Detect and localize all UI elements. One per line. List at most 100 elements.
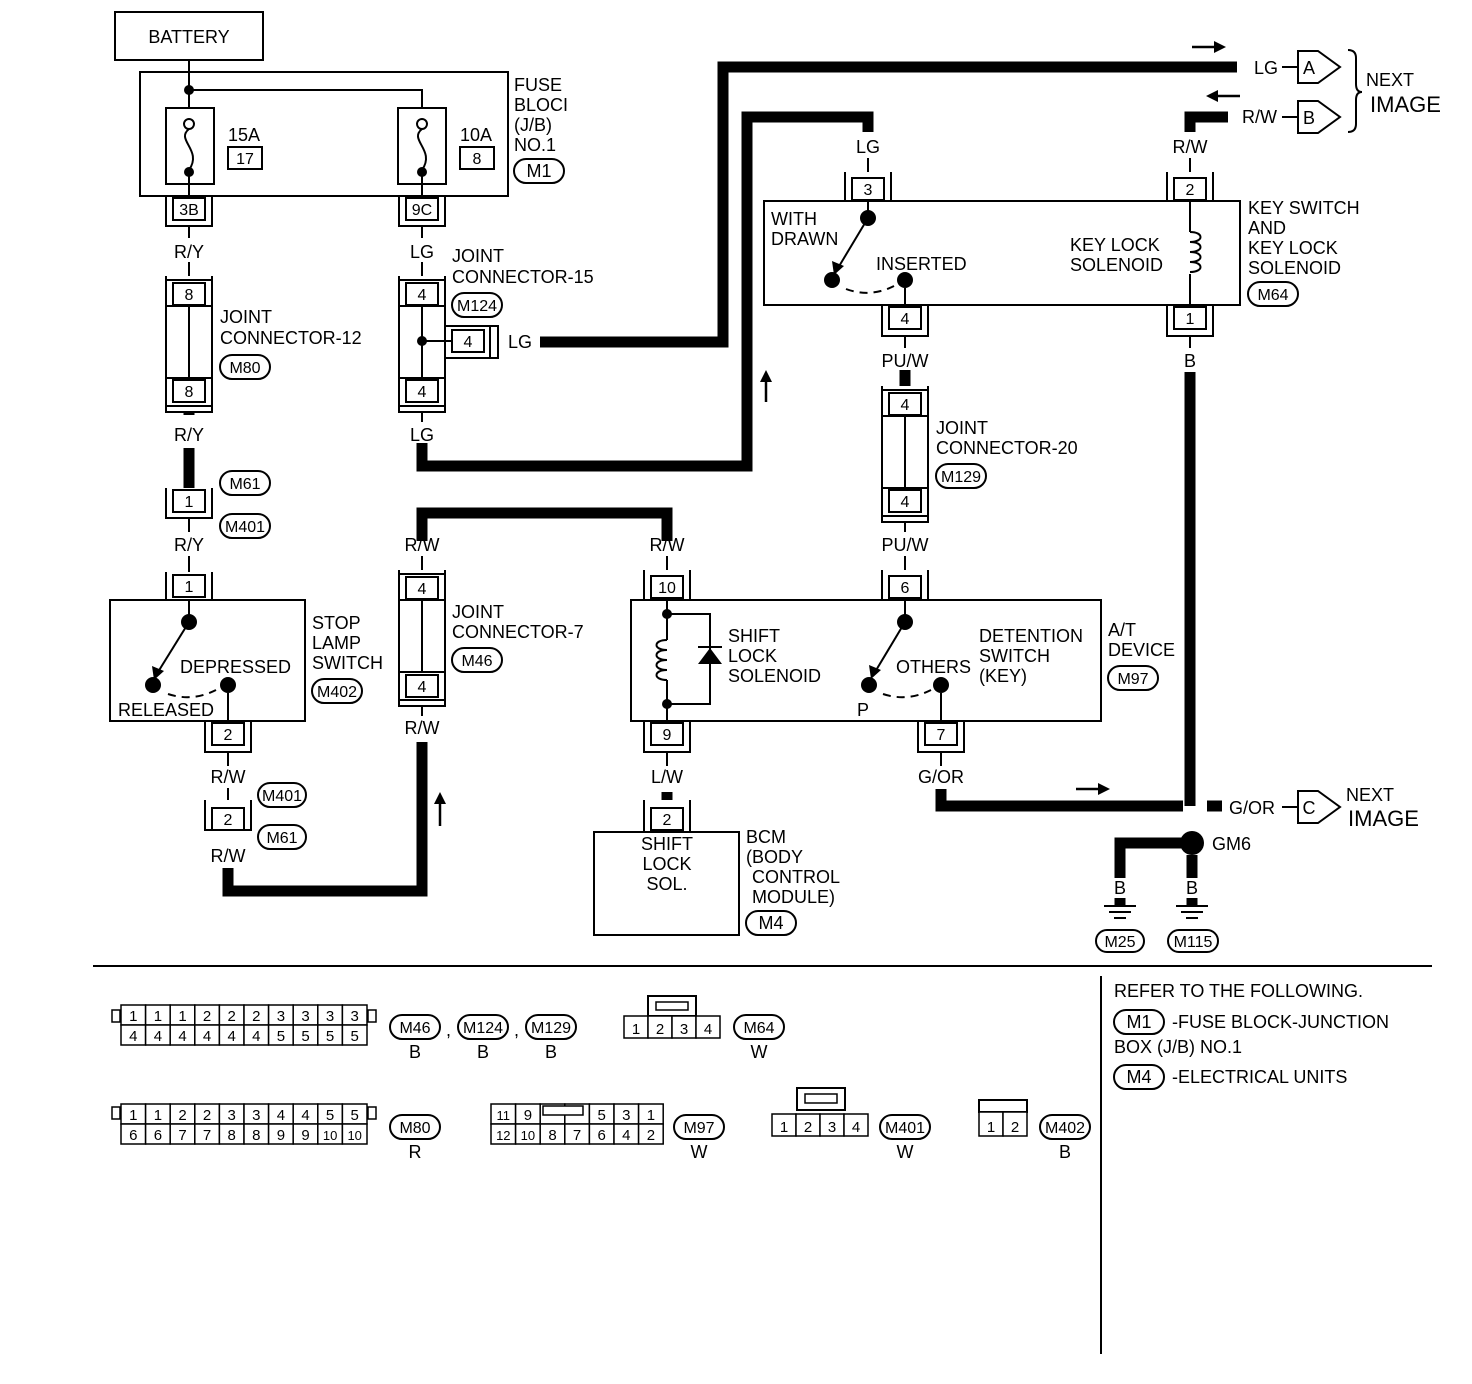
cv2-pin-2: 2 bbox=[656, 1021, 664, 1038]
at-detention-1: DETENTION bbox=[979, 626, 1083, 646]
inline-connector-1: 1 M61 M401 R/Y bbox=[165, 470, 271, 572]
wire-label-puw-2: PU/W bbox=[882, 535, 929, 555]
bcm-connector: M4 bbox=[758, 913, 783, 933]
sls-pin-in: 1 bbox=[185, 579, 194, 596]
left-wire-labels: R/Y LG bbox=[174, 242, 434, 276]
wire-label-rw-2: R/W bbox=[211, 846, 246, 866]
cv3-pin-9: 9 bbox=[277, 1127, 285, 1144]
cv1-pin-2: 2 bbox=[228, 1008, 236, 1025]
sls-title-1: STOP bbox=[312, 613, 361, 633]
jc15-pin-bottom: 4 bbox=[418, 384, 427, 401]
ks-title-4: SOLENOID bbox=[1248, 258, 1341, 278]
cv2-pin-4-cell bbox=[695, 1015, 721, 1039]
jc12-title-2: CONNECTOR-12 bbox=[220, 328, 362, 348]
cv1-pin-4: 4 bbox=[178, 1028, 186, 1045]
at-others: OTHERS bbox=[896, 657, 971, 677]
fuse-block-connector: M1 bbox=[526, 161, 551, 181]
cv1-pin-4: 4 bbox=[129, 1028, 137, 1045]
next-image-links: LG A R/W B NEXT IMAGE G/OR C NEXT IMAGE bbox=[1229, 49, 1441, 831]
cv3-pin-5: 5 bbox=[351, 1107, 359, 1124]
cv2-pin-4: 4 bbox=[704, 1021, 712, 1038]
jc7-pin-bottom: 4 bbox=[418, 679, 427, 696]
wire-label-ry-3: R/Y bbox=[174, 535, 204, 555]
cv5-pin-3: 3 bbox=[828, 1119, 836, 1136]
joint-connector-20: 4 4 JOINT CONNECTOR-20 M129 PU/W bbox=[881, 386, 1078, 570]
at-shift-lock-1: SHIFT bbox=[728, 626, 780, 646]
at-pin6: 6 bbox=[901, 580, 910, 597]
cv3-pin-9: 9 bbox=[301, 1127, 309, 1144]
joint-connector-15: 4 4 4 JOINT CONNECTOR-15 M124 LG LG bbox=[398, 246, 594, 445]
cv3-pin-5: 5 bbox=[326, 1107, 334, 1124]
bcm: 2 SHIFT LOCK SOL. BCM (BODY CONTROL MODU… bbox=[593, 800, 840, 936]
ic2-lower: M61 bbox=[266, 830, 297, 847]
next-c-2: IMAGE bbox=[1348, 806, 1419, 831]
refer-m1-text2: BOX (J/B) NO.1 bbox=[1114, 1037, 1242, 1057]
cv1-pin-3: 3 bbox=[326, 1008, 334, 1025]
ks-withdrawn-2: DRAWN bbox=[771, 229, 838, 249]
cv4-pin-7: 7 bbox=[573, 1127, 581, 1144]
cv3-pin-4: 4 bbox=[277, 1107, 285, 1124]
next-c-1: NEXT bbox=[1346, 785, 1394, 805]
cv5-pin-1: 1 bbox=[780, 1119, 788, 1136]
cv6-name: M402 bbox=[1045, 1120, 1085, 1137]
fuse2-terminal: 9C bbox=[412, 202, 432, 219]
cv4-pin-4: 4 bbox=[622, 1127, 630, 1144]
cv1-pin-5: 5 bbox=[301, 1028, 309, 1045]
cv3-pin-8: 8 bbox=[228, 1127, 236, 1144]
cv3-pin-2: 2 bbox=[203, 1107, 211, 1124]
cv3-pin-1: 1 bbox=[129, 1107, 137, 1124]
jc7-title-1: JOINT bbox=[452, 602, 504, 622]
next-c-letter: C bbox=[1303, 798, 1316, 818]
ks-inserted: INSERTED bbox=[876, 254, 967, 274]
jc15-pin-top: 4 bbox=[418, 287, 427, 304]
cv1-pin-1: 1 bbox=[154, 1008, 162, 1025]
at-title-1: A/T bbox=[1108, 620, 1136, 640]
at-detention-3: (KEY) bbox=[979, 666, 1027, 686]
cv1-pin-3: 3 bbox=[277, 1008, 285, 1025]
cv3-pin-6: 6 bbox=[154, 1127, 162, 1144]
next-b-letter: B bbox=[1303, 108, 1315, 128]
wire-label-gor-1: G/OR bbox=[918, 767, 964, 787]
next-a-letter: A bbox=[1303, 58, 1315, 78]
cv6-pin-2-cell bbox=[1002, 1111, 1028, 1137]
sls-released: RELEASED bbox=[118, 700, 214, 720]
cv1-pin-5-cell bbox=[341, 1024, 368, 1046]
sls-title-3: SWITCH bbox=[312, 653, 383, 673]
at-pin9: 9 bbox=[663, 727, 672, 744]
ic1-lower: M401 bbox=[225, 519, 265, 536]
jc7-pin-top: 4 bbox=[418, 581, 427, 598]
sls-pin-out: 2 bbox=[224, 727, 233, 744]
fuse-block-title-2: BLOCI bbox=[514, 95, 568, 115]
wire-label-rw-4: R/W bbox=[405, 718, 440, 738]
jc7-connector: M46 bbox=[461, 653, 492, 670]
cv5-color: W bbox=[897, 1142, 914, 1162]
ks-title-2: AND bbox=[1248, 218, 1286, 238]
cv3-pin-2: 2 bbox=[178, 1107, 186, 1124]
cv3-pin-3: 3 bbox=[252, 1107, 260, 1124]
fuse-block-title-3: (J/B) bbox=[514, 115, 552, 135]
ks-pin1: 1 bbox=[1186, 311, 1195, 328]
cv4-pin-9: 9 bbox=[524, 1107, 532, 1124]
cv1-pin-3: 3 bbox=[301, 1008, 309, 1025]
at-pin7: 7 bbox=[937, 727, 946, 744]
ic1-upper: M61 bbox=[229, 476, 260, 493]
cv1-pin-4: 4 bbox=[203, 1028, 211, 1045]
fuse1-number: 17 bbox=[236, 151, 254, 168]
cv3-pin-7: 7 bbox=[178, 1127, 186, 1144]
cv3-pin-7: 7 bbox=[203, 1127, 211, 1144]
wire-label-lg-4: LG bbox=[856, 137, 880, 157]
bcm-title-4: MODULE) bbox=[752, 887, 835, 907]
cv1-name-1: M46 bbox=[399, 1020, 430, 1037]
ic2-pin: 2 bbox=[224, 812, 233, 829]
wire-label-rw-1: R/W bbox=[211, 767, 246, 787]
jc12-connector: M80 bbox=[229, 360, 260, 377]
cv4-pin-1: 1 bbox=[647, 1107, 655, 1124]
ks-title-3: KEY LOCK bbox=[1248, 238, 1338, 258]
cv6-pin-1: 1 bbox=[987, 1119, 995, 1136]
sls-title-2: LAMP bbox=[312, 633, 361, 653]
jc20-pin-top: 4 bbox=[901, 397, 910, 414]
